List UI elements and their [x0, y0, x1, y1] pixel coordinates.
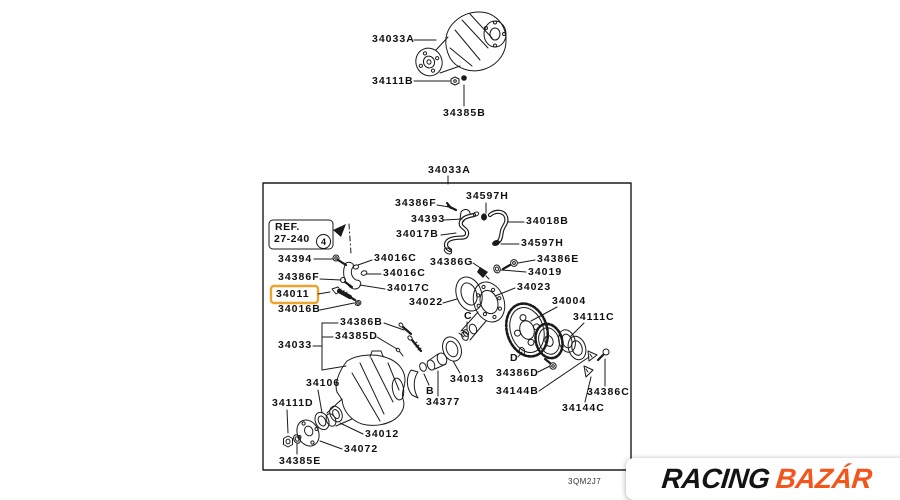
- part-label-34111D: 34111D: [272, 397, 314, 409]
- diagram-code: 3QM2J7: [568, 477, 602, 486]
- part-label-34144B: 34144B: [496, 385, 539, 397]
- part-label-34111C: 34111C: [573, 311, 615, 323]
- drive-pinion-gear-drawing: [455, 259, 518, 341]
- marker-C: C: [464, 310, 473, 322]
- part-label-34013: 34013: [450, 373, 485, 385]
- part-label-34394: 34394: [278, 253, 313, 265]
- pinion-bearing-spacer-drawing: [419, 336, 462, 372]
- ref-note-line1: REF.: [275, 221, 300, 233]
- part-label-34022: 34022: [409, 296, 444, 308]
- part-label-34386E: 34386E: [537, 253, 580, 265]
- part-label-34144C: 34144C: [562, 402, 605, 414]
- part-label-34017B: 34017B: [396, 228, 439, 240]
- part-label-34386F-bracket: 34386F: [278, 271, 320, 283]
- ref-note-circled-number: 4: [316, 234, 331, 249]
- watermark-bazar-text: BAZÁR: [774, 463, 874, 494]
- watermark-racing-text: RACING: [660, 463, 772, 494]
- part-label-34017C: 34017C: [387, 282, 430, 294]
- diagram-frame: [262, 182, 632, 471]
- diff-carrier-housing-drawing: [283, 322, 423, 448]
- part-label-34386G: 34386G: [430, 256, 474, 268]
- part-label-34385B: 34385B: [443, 107, 486, 119]
- part-label-34386F-pipe: 34386F: [395, 197, 437, 209]
- part-label-34385D: 34385D: [335, 330, 378, 342]
- part-label-34018B: 34018B: [526, 215, 569, 227]
- part-label-34072: 34072: [344, 443, 379, 455]
- part-label-34011-highlighted: 34011: [276, 288, 310, 300]
- part-label-34033A-top: 34033A: [372, 33, 415, 45]
- sensor-bracket-drawing: [331, 254, 368, 306]
- marker-B: B: [426, 385, 435, 397]
- breather-pipe-drawing: [443, 201, 509, 255]
- ref-note-line2: 27-240: [274, 233, 310, 245]
- part-label-34019: 34019: [528, 266, 563, 278]
- rear-diff-assembly-drawing: [415, 11, 507, 86]
- diff-case-ring-gear-drawing: [504, 302, 610, 378]
- part-label-34385E: 34385E: [279, 455, 322, 467]
- part-label-34106: 34106: [306, 377, 341, 389]
- racing-bazar-watermark: RACING BAZÁR: [626, 458, 900, 500]
- part-label-34016B: 34016B: [278, 303, 321, 315]
- sensor-34011-drawing: [331, 286, 357, 302]
- marker-D: D: [510, 352, 519, 364]
- part-label-34386C: 34386C: [587, 386, 630, 398]
- plug-34385B-drawing: [461, 75, 467, 81]
- part-label-34597H-top: 34597H: [466, 190, 509, 202]
- part-label-34377: 34377: [426, 396, 461, 408]
- part-label-34012: 34012: [365, 428, 400, 440]
- part-label-34033: 34033: [278, 339, 313, 351]
- ref-note-drawing: [268, 219, 352, 255]
- part-label-34386D: 34386D: [496, 367, 539, 379]
- part-label-34393: 34393: [411, 213, 446, 225]
- part-label-34111B: 34111B: [372, 75, 414, 87]
- part-label-34016C-b: 34016C: [383, 267, 426, 279]
- box-title-34033A: 34033A: [428, 164, 471, 176]
- bolt-34111B-drawing: [450, 76, 460, 86]
- nut-34111D-drawing: [283, 435, 293, 448]
- part-label-34597H-low: 34597H: [521, 237, 564, 249]
- part-label-34386B: 34386B: [340, 316, 383, 328]
- part-label-34023: 34023: [517, 281, 552, 293]
- leader-lines: [286, 39, 606, 455]
- part-label-34016C-a: 34016C: [374, 252, 417, 264]
- part-label-34004: 34004: [552, 295, 587, 307]
